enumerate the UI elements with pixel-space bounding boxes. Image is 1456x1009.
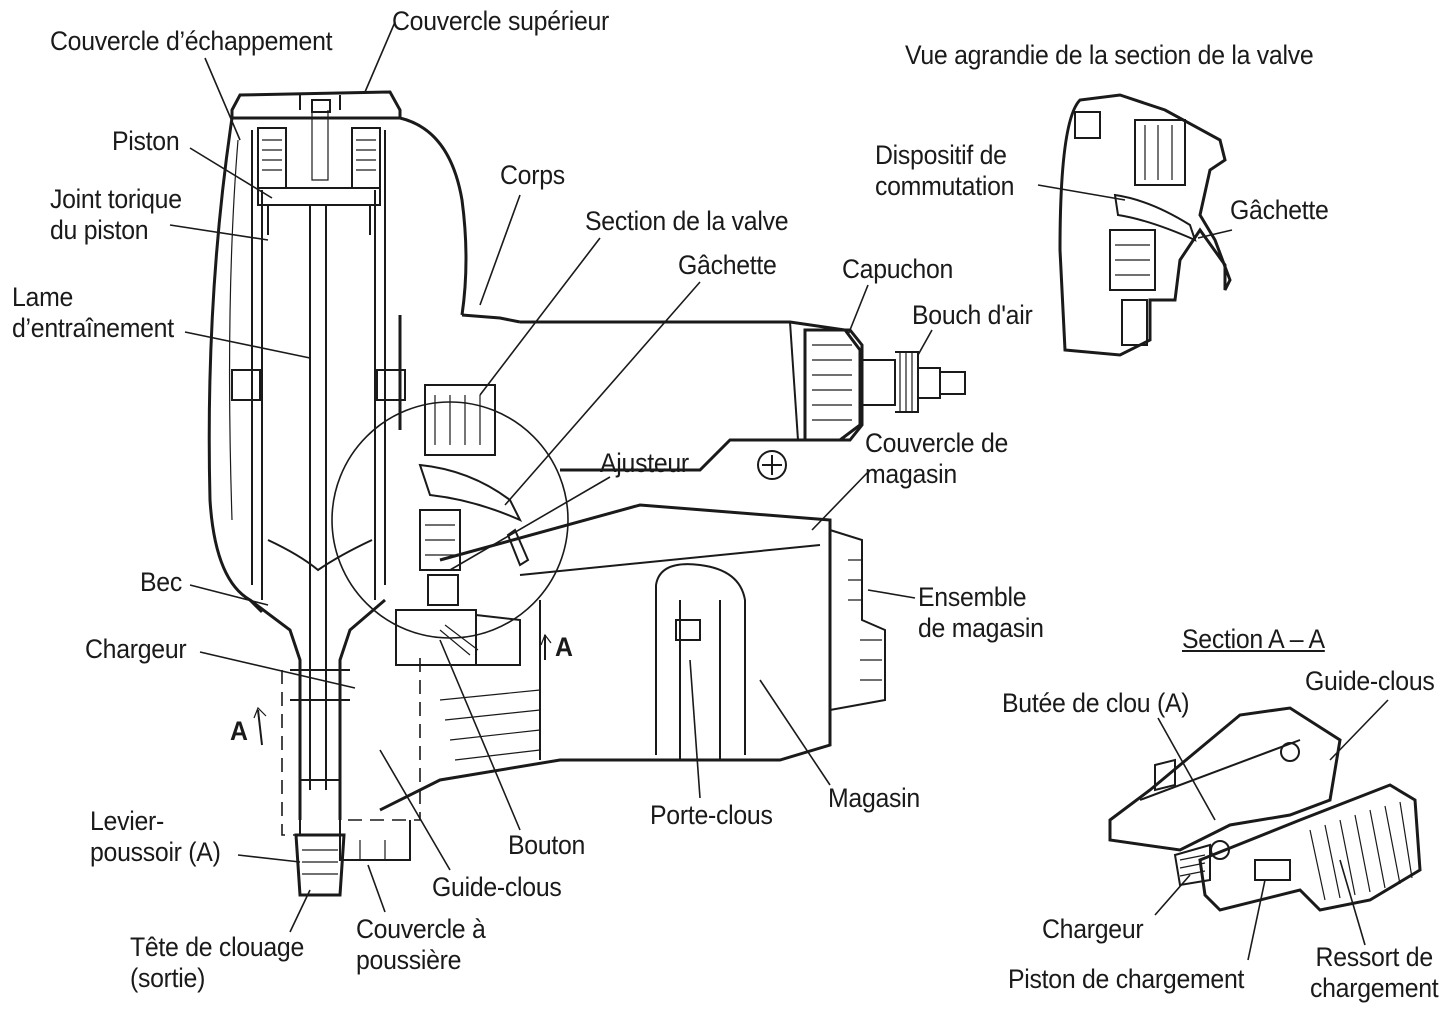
label-section-valve: Section de la valve bbox=[585, 206, 789, 236]
label-capuchon: Capuchon bbox=[842, 254, 954, 284]
nailer-body bbox=[207, 90, 966, 897]
label-bouch-air: Bouch d'air bbox=[912, 300, 1033, 330]
label-gachette: Gâchette bbox=[678, 250, 777, 280]
label-ressort-chargement: Ressort de chargement bbox=[1310, 942, 1439, 1003]
label-piston-chargement: Piston de chargement bbox=[1008, 964, 1245, 994]
label-piston: Piston bbox=[112, 126, 180, 156]
label-porte-clous: Porte-clous bbox=[650, 800, 773, 830]
label-ensemble-magasin: Ensemble de magasin bbox=[918, 582, 1044, 643]
label-levier-poussoir: Levier- poussoir (A) bbox=[90, 806, 221, 867]
label-vue-agrandie: Vue agrandie de la section de la valve bbox=[905, 40, 1314, 70]
marker-section-a-left: A bbox=[230, 716, 248, 746]
label-chargeur: Chargeur bbox=[85, 634, 187, 664]
enlarged-valve-view bbox=[1058, 93, 1232, 357]
leader-lines bbox=[169, 21, 1389, 961]
marker-section-a-right: A bbox=[555, 632, 573, 662]
label-joint-torique: Joint torique du piston bbox=[50, 184, 182, 245]
section-aa-view bbox=[1108, 706, 1422, 912]
label-magasin: Magasin bbox=[828, 783, 920, 813]
label-ajusteur: Ajusteur bbox=[600, 448, 689, 478]
label-bouton: Bouton bbox=[508, 830, 586, 860]
label-couvercle-superieur: Couvercle supérieur bbox=[392, 6, 610, 36]
label-couvercle-magasin: Couvercle de magasin bbox=[865, 428, 1009, 489]
label-couvercle-echappement: Couvercle d’échappement bbox=[50, 26, 333, 56]
label-section-aa: Section A – A bbox=[1182, 624, 1325, 654]
label-lame-entrainement: Lame d’entraînement bbox=[12, 282, 174, 343]
label-guide-clous: Guide-clous bbox=[432, 872, 562, 902]
label-tete-clouage: Tête de clouage (sortie) bbox=[130, 932, 305, 993]
label-chargeur-right: Chargeur bbox=[1042, 914, 1144, 944]
label-corps: Corps bbox=[500, 160, 565, 190]
label-guide-clous-right: Guide-clous bbox=[1305, 666, 1435, 696]
label-gachette-vue: Gâchette bbox=[1230, 195, 1329, 225]
label-dispositif-commutation: Dispositif de commutation bbox=[875, 140, 1015, 201]
label-couvercle-poussiere: Couvercle à poussière bbox=[356, 914, 486, 975]
label-bec: Bec bbox=[140, 567, 182, 597]
label-butee-clou: Butée de clou (A) bbox=[1002, 688, 1190, 718]
